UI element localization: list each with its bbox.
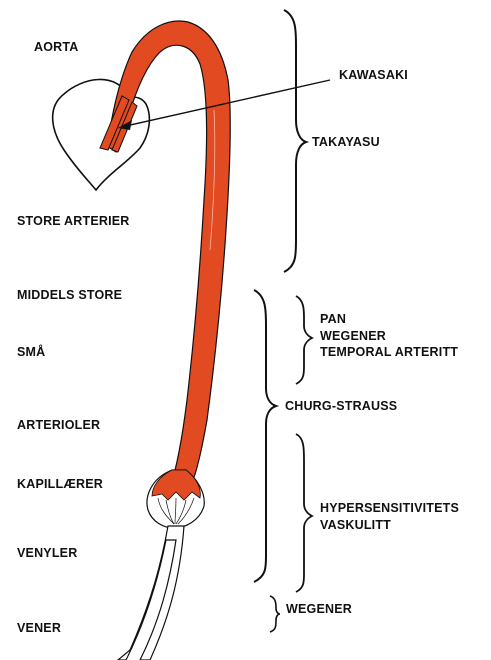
label-pan: PAN bbox=[320, 311, 458, 328]
label-temporal-arteritt: TEMPORAL ARTERITT bbox=[320, 344, 458, 361]
label-wegener: WEGENER bbox=[320, 328, 458, 345]
label-vaskulitt: VASKULITT bbox=[320, 517, 459, 534]
label-sma: SMÅ bbox=[17, 346, 45, 359]
label-pan-group: PAN WEGENER TEMPORAL ARTERITT bbox=[320, 311, 458, 361]
pan-brace bbox=[296, 296, 312, 384]
label-vener: VENER bbox=[17, 622, 61, 635]
label-kawasaki: KAWASAKI bbox=[339, 69, 408, 82]
label-middels-store: MIDDELS STORE bbox=[17, 289, 122, 302]
hypersensitivity-brace bbox=[296, 434, 312, 592]
label-takayasu: TAKAYASU bbox=[312, 136, 380, 149]
wegener-vener-brace bbox=[270, 596, 280, 632]
label-venyler: VENYLER bbox=[17, 547, 77, 560]
label-wegener-vener: WEGENER bbox=[286, 603, 352, 616]
label-kapillaerer: KAPILLÆRER bbox=[17, 478, 103, 491]
label-hypersens-group: HYPERSENSITIVITETS VASKULITT bbox=[320, 500, 459, 533]
label-arterioler: ARTERIOLER bbox=[17, 419, 100, 432]
label-aorta: AORTA bbox=[34, 41, 79, 54]
label-churg-strauss: CHURG-STRAUSS bbox=[285, 400, 397, 413]
aortic-arch bbox=[107, 21, 230, 488]
label-hypersensitivitets: HYPERSENSITIVITETS bbox=[320, 500, 459, 517]
churg-strauss-brace bbox=[254, 290, 276, 582]
label-store-arterier: STORE ARTERIER bbox=[17, 215, 130, 228]
takayasu-brace bbox=[284, 10, 306, 272]
vein bbox=[118, 526, 184, 660]
